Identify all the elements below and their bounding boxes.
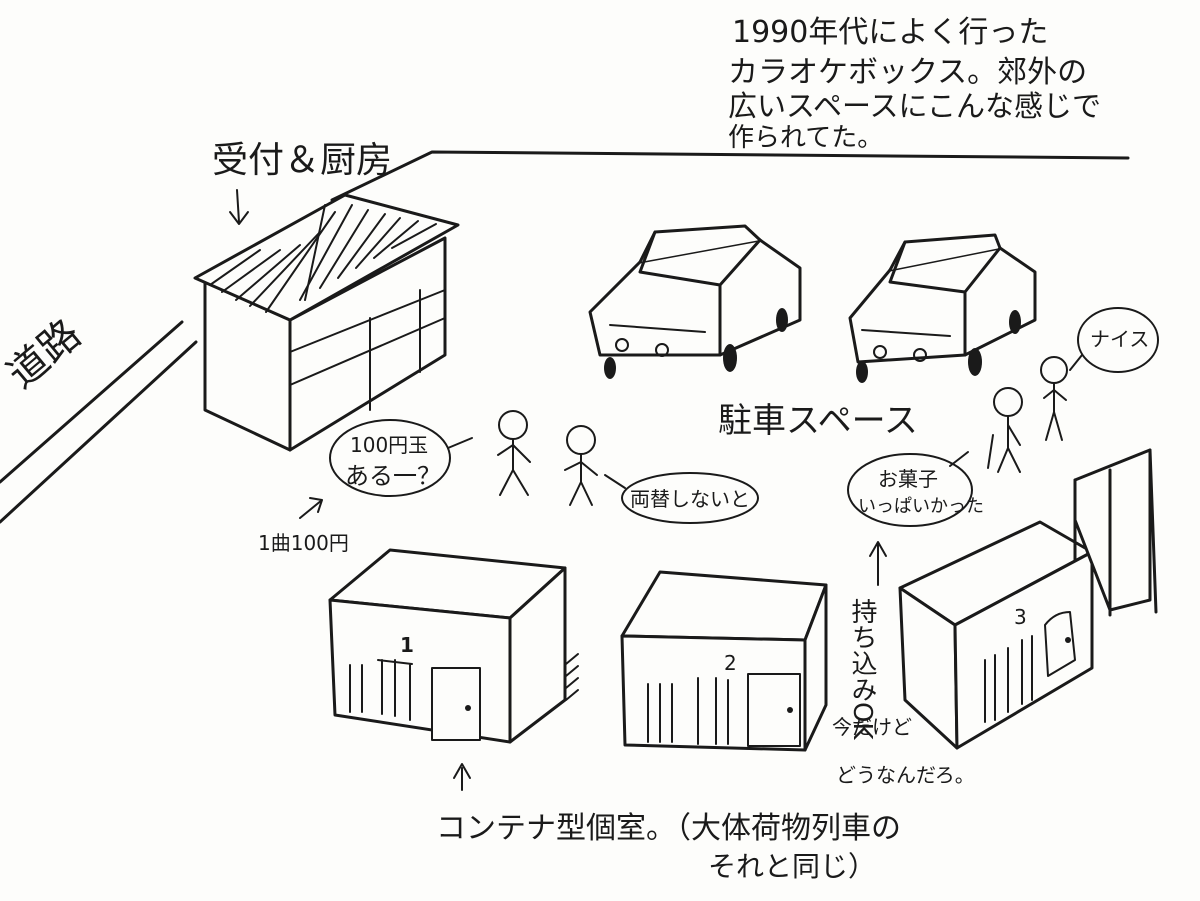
car-2 — [848, 233, 1037, 383]
caption: 1990年代によく行った カラオケボックス。郊外の 広いスペースにこんな感じで … — [728, 15, 1101, 153]
arrow-bring-in — [869, 541, 887, 586]
container-room-2 — [620, 570, 828, 752]
side-structure — [1073, 448, 1158, 617]
speech-snacks-line-2: いっぱいかった — [858, 496, 984, 517]
arrow-to-reception — [236, 189, 240, 223]
speech-tail-snacks — [949, 451, 969, 467]
arrow-price — [299, 497, 323, 519]
room-number-3: 3 — [1014, 605, 1027, 629]
reception-building — [193, 193, 460, 452]
bring-in-note-line-2: どうなんだろ。 — [836, 763, 975, 787]
container-room-3 — [898, 520, 1094, 750]
speech-tail-nice — [1069, 354, 1083, 371]
container-caption-line-1: コンテナ型個室。（大体荷物列車の — [436, 811, 901, 846]
reception-label: 受付＆厨房 — [212, 140, 392, 181]
container-room-1 — [328, 548, 579, 744]
arrow-container — [453, 763, 471, 791]
road-label: 道路 — [0, 311, 90, 398]
room-number-1: 1 — [400, 633, 414, 657]
site-boundary-line — [330, 150, 1130, 202]
car-1 — [588, 224, 802, 379]
speech-100yen-line-1: 100円玉 — [350, 433, 428, 457]
price-label: 1曲100円 — [258, 531, 349, 555]
person-right-2 — [1040, 356, 1068, 441]
caption-line-2: カラオケボックス。郊外の — [728, 55, 1087, 90]
speech-change: 両替しないと — [630, 487, 750, 511]
container-caption-line-2: それと同じ） — [708, 850, 876, 883]
speech-bubble-snacks — [847, 453, 973, 527]
caption-line-4: 作られてた。 — [728, 123, 883, 153]
speech-tail-100yen — [447, 437, 473, 449]
speech-nice: ナイス — [1090, 327, 1149, 351]
roof-hatching — [209, 204, 437, 313]
parking-label: 駐車スペース — [718, 401, 918, 441]
bring-in-note-line-1: 今だけど — [832, 715, 912, 739]
arrow-to-reception-head — [229, 211, 249, 225]
speech-bubble-change — [621, 472, 759, 524]
speech-bubble-100yen — [329, 419, 451, 497]
speech-snacks-line-1: お菓子 — [878, 467, 938, 491]
caption-line-3: 広いスペースにこんな感じで — [728, 89, 1101, 123]
speech-100yen-line-2: ある一？ — [345, 462, 441, 490]
caption-line-1: 1990年代によく行った — [732, 15, 1048, 50]
room-number-2: 2 — [724, 651, 737, 675]
person-left-2 — [564, 425, 598, 506]
road-lines — [0, 320, 198, 524]
bring-in-label: 持ち込みOK — [847, 598, 877, 741]
speech-bubble-nice — [1077, 307, 1159, 373]
speech-tail-change — [604, 474, 626, 489]
person-left-1 — [497, 410, 531, 496]
person-right-1 — [987, 387, 1023, 473]
